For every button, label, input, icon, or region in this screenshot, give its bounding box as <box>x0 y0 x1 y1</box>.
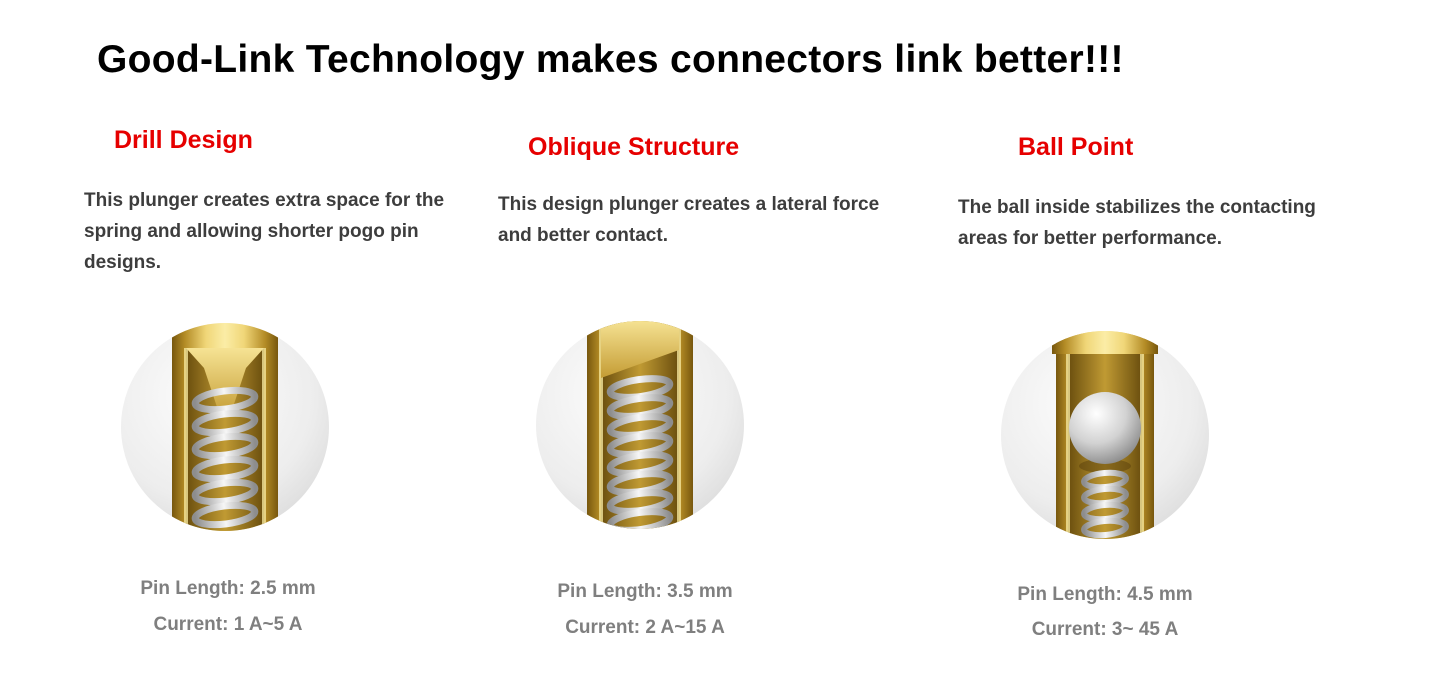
page-title: Good-Link Technology makes connectors li… <box>97 38 1124 81</box>
oblique-structure-image <box>535 320 745 530</box>
drill-design-image <box>120 322 330 532</box>
current-value-drill-design: Current: 1 A~5 A <box>153 614 303 635</box>
drill-design-cutaway-illustration <box>121 323 329 531</box>
feature-heading-ball-point: Ball Point <box>1018 133 1134 161</box>
feature-description-drill-design: This plunger creates extra space for the… <box>84 190 445 273</box>
feature-heading-drill-design: Drill Design <box>114 126 253 154</box>
feature-heading-oblique-structure: Oblique Structure <box>528 133 740 161</box>
pin-length-value-ball-point: Pin Length: 4.5 mm <box>1017 584 1193 605</box>
pin-length-value-drill-design: Pin Length: 2.5 mm <box>140 578 316 599</box>
ball-point-cutaway-illustration <box>1001 331 1209 539</box>
oblique-structure-cutaway-illustration <box>536 321 744 529</box>
pin-length-value-oblique-structure: Pin Length: 3.5 mm <box>557 581 733 602</box>
ball-point-image <box>1000 330 1210 540</box>
feature-description-oblique-structure: This design plunger creates a lateral fo… <box>498 194 880 246</box>
feature-description-ball-point: The ball inside stabilizes the contactin… <box>958 197 1316 249</box>
current-value-oblique-structure: Current: 2 A~15 A <box>565 617 725 638</box>
current-value-ball-point: Current: 3~ 45 A <box>1031 619 1179 640</box>
